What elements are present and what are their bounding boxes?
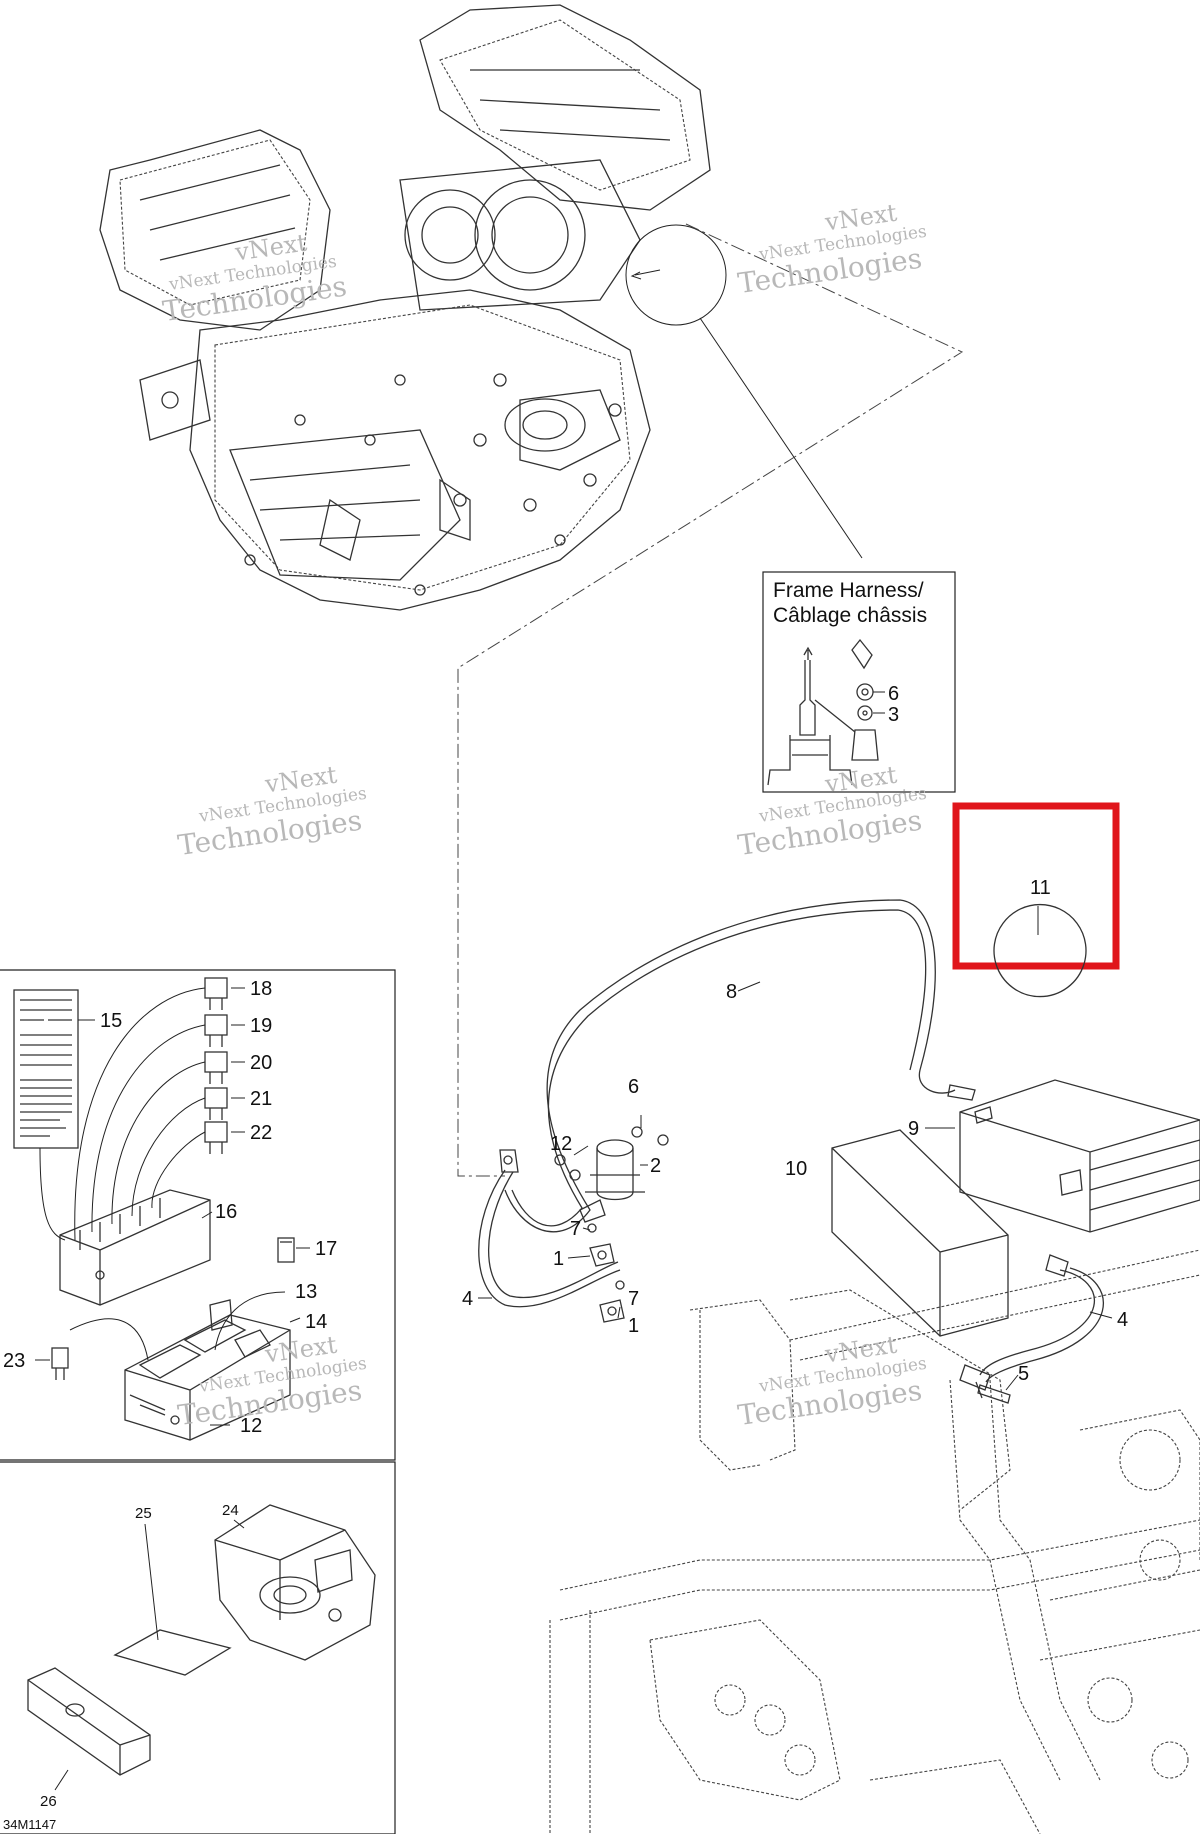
inset-title-line1: Frame Harness/	[773, 579, 924, 602]
callout-5: 5	[1018, 1363, 1029, 1385]
callout-22: 22	[250, 1122, 272, 1144]
callout-18: 18	[250, 978, 272, 1000]
bracket-panel: 24 25 26	[0, 1461, 396, 1834]
engine-drawing	[99, 4, 711, 611]
inset-frame-harness: Frame Harness/ Câblage châssis 6 3	[762, 571, 956, 793]
callout-4b: 4	[1117, 1309, 1128, 1331]
callout-7a: 7	[570, 1218, 581, 1240]
inset-title-line2: Câblage châssis	[773, 604, 927, 627]
chassis-frame	[549, 1249, 1200, 1834]
solenoid-2	[554, 1126, 669, 1223]
callout-12-main: 12	[550, 1133, 572, 1155]
cable-8	[504, 899, 976, 1233]
cable-4-right	[959, 1254, 1104, 1391]
inset-label-6: 6	[888, 683, 899, 705]
callout-23: 23	[3, 1350, 25, 1372]
bolt-5	[975, 1381, 1011, 1404]
callout-13: 13	[295, 1281, 317, 1303]
highlight-part-11[interactable]: 11	[952, 802, 1120, 998]
callout-26: 26	[40, 1793, 57, 1810]
callout-10: 10	[785, 1158, 807, 1180]
inset-label-3: 3	[888, 704, 899, 726]
callout-24: 24	[222, 1502, 239, 1519]
cover-26	[27, 1667, 151, 1776]
callout-25: 25	[135, 1505, 152, 1522]
callout-9: 9	[908, 1118, 919, 1140]
engine-detail-callout	[625, 224, 863, 559]
battery-pad-10	[831, 1129, 1009, 1337]
callout-7b: 7	[628, 1288, 639, 1310]
battery-9	[959, 1079, 1200, 1233]
callout-4a: 4	[462, 1288, 473, 1310]
fuse-holder-16	[59, 1189, 211, 1306]
watermarks: vNext Technologies vNext Technologies vN…	[161, 199, 928, 1433]
routing-dash-lines	[457, 223, 964, 1177]
fuse-box-panel: 15 18 19 20 21 22 16 17 13 14 23 12	[0, 969, 396, 1461]
highlight-label-11: 11	[1030, 877, 1051, 899]
callout-17: 17	[315, 1238, 337, 1260]
callout-8: 8	[726, 981, 737, 1003]
callout-15: 15	[100, 1010, 122, 1032]
fuse-leader-lines	[35, 987, 310, 1426]
callout-21: 21	[250, 1088, 272, 1110]
fuses-18-22	[204, 977, 228, 1154]
main-leader-lines	[478, 981, 1113, 1391]
callout-19: 19	[250, 1015, 272, 1037]
callout-1a: 1	[553, 1248, 564, 1270]
bracket-24	[214, 1504, 376, 1661]
callout-14: 14	[305, 1311, 327, 1333]
callout-2: 2	[650, 1155, 661, 1177]
callout-1b: 1	[628, 1315, 639, 1337]
terminal-caps	[587, 1223, 625, 1323]
callout-16: 16	[215, 1201, 237, 1223]
main-callouts: 8 6 12 2 7 1 4 7 1 10 9 4 5	[462, 981, 1128, 1385]
diagram-code: 34M1147	[3, 1817, 56, 1832]
callout-12-fuse: 12	[240, 1415, 262, 1437]
cable-4-left	[478, 1149, 621, 1308]
callout-6: 6	[628, 1076, 639, 1098]
callout-20: 20	[250, 1052, 272, 1074]
